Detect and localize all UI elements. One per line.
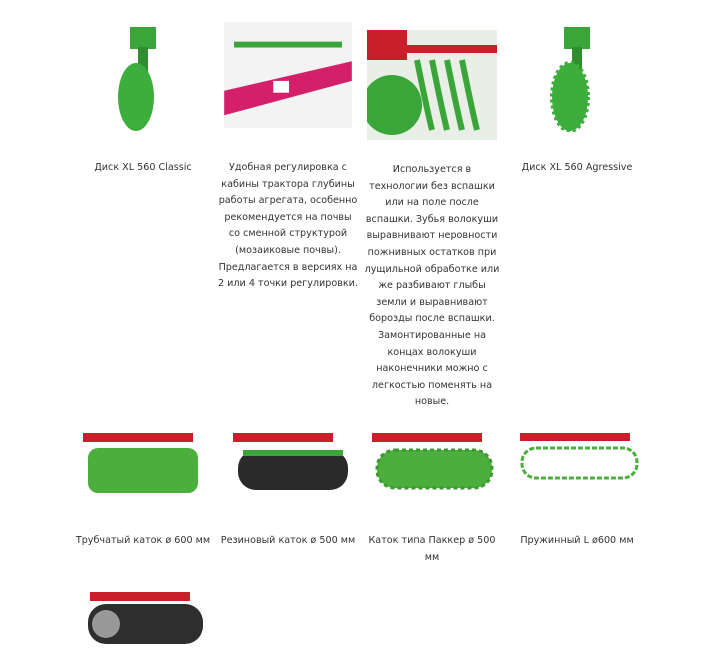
harrow-image: [367, 30, 497, 140]
adjustment-image: [224, 22, 352, 129]
product-packer-roller: Каток типа Паккер ø 500 мм: [362, 428, 502, 566]
disc-image: [550, 27, 590, 132]
product-harrow: Используется в технологии без вспашки ил…: [362, 22, 502, 411]
product-disc-classic: Диск XL 560 Classic: [73, 22, 213, 177]
roller-image: [88, 592, 203, 644]
caption: Резиновый каток ø 500 мм: [220, 535, 356, 546]
product-roller-5: [73, 590, 213, 654]
product-depth-adjust: Удобная регулировка с кабины трактора гл…: [218, 22, 358, 293]
disc-image: [118, 27, 156, 131]
caption: Пружинный L ø600 мм: [520, 535, 634, 546]
caption: Диск XL 560 Classic: [94, 162, 192, 173]
caption: Удобная регулировка с кабины трактора гл…: [218, 162, 358, 290]
product-spring-roller: Пружинный L ø600 мм: [507, 428, 647, 550]
caption: Используется в технологии без вспашки ил…: [364, 164, 500, 408]
caption: Каток типа Паккер ø 500 мм: [368, 535, 496, 563]
product-rubber-roller: Резиновый каток ø 500 мм: [218, 428, 358, 550]
product-tube-roller: Трубчатый каток ø 600 мм: [73, 428, 213, 550]
rubber-roller-image: [233, 433, 348, 490]
spring-roller-image: [520, 433, 639, 480]
packer-roller-image: [372, 433, 494, 490]
caption: Трубчатый каток ø 600 мм: [75, 535, 211, 546]
caption: Диск XL 560 Agressive: [521, 162, 633, 173]
tube-roller-image: [83, 433, 198, 493]
product-disc-agressive: Диск XL 560 Agressive: [507, 22, 647, 177]
